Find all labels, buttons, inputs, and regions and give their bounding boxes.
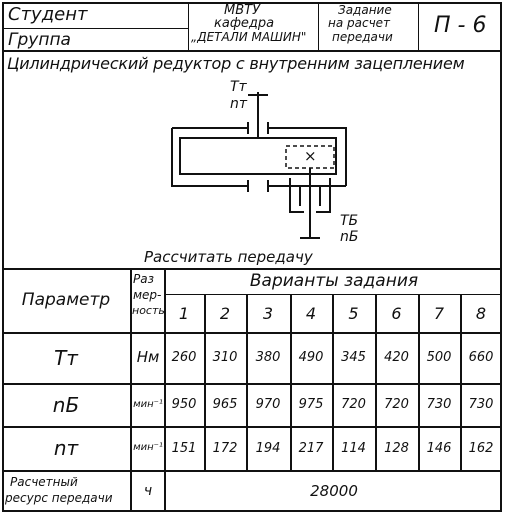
- scheme-title: Цилиндрический редуктор с внутренним зац…: [7, 54, 465, 73]
- row-value: 194: [255, 440, 281, 456]
- variant-number: 7: [433, 304, 445, 323]
- row-divider: [2, 332, 502, 334]
- input-torque-label: Tт: [230, 79, 247, 95]
- row-value: 720: [341, 397, 366, 412]
- row-value: 975: [298, 397, 324, 412]
- header-bottom-line: [2, 50, 502, 52]
- header-divider: [2, 28, 188, 29]
- task-code: П - 6: [434, 13, 487, 38]
- row-value: 730: [426, 397, 452, 412]
- variant-col-divider: [332, 294, 334, 470]
- header-col-divider: [318, 2, 319, 50]
- task-line-1: Задание: [338, 3, 392, 17]
- row-value: 128: [384, 440, 409, 456]
- unit-header-2: мер-: [133, 288, 162, 302]
- param-col-divider: [130, 268, 132, 512]
- row-param: nБ: [52, 392, 80, 417]
- variant-number: 5: [348, 304, 359, 323]
- row-value: 114: [341, 440, 366, 456]
- row-value: 380: [255, 350, 281, 365]
- param-header: Параметр: [21, 289, 111, 310]
- scheme-caption: Рассчитать передачу: [144, 248, 313, 266]
- row-divider: [2, 426, 502, 428]
- department-label: кафедра: [214, 16, 275, 31]
- row-unit: мин⁻¹: [133, 398, 163, 410]
- student-label: Студент: [8, 4, 88, 25]
- row-value: 420: [384, 350, 409, 365]
- row-value: 310: [212, 350, 238, 365]
- row-value: 720: [384, 397, 409, 412]
- row-value: 730: [468, 397, 494, 412]
- row-value: 970: [255, 397, 281, 412]
- resource-label-line1: Расчетный: [10, 475, 78, 489]
- row-value: 217: [298, 440, 324, 456]
- row-value: 146: [426, 440, 452, 456]
- output-speed-label: nБ: [340, 229, 359, 245]
- variant-col-divider: [418, 294, 420, 470]
- resource-value: 28000: [310, 481, 358, 500]
- group-label: Группа: [8, 30, 71, 50]
- institute-name: МВТУ: [224, 3, 260, 18]
- variant-number: 6: [391, 304, 402, 323]
- variant-col-divider: [290, 294, 292, 470]
- row-divider: [2, 470, 502, 472]
- header-col-divider: [188, 2, 189, 50]
- variant-number: 8: [475, 304, 487, 323]
- row-param: Tт: [54, 345, 78, 370]
- center-mark: ×: [304, 147, 317, 165]
- row-value: 151: [171, 440, 197, 456]
- row-value: 660: [468, 350, 494, 365]
- row-value: 965: [212, 397, 238, 412]
- row-unit: мин⁻¹: [133, 442, 163, 453]
- input-speed-label: nт: [230, 96, 248, 112]
- row-value: 345: [341, 350, 366, 365]
- row-divider: [2, 383, 502, 385]
- unit-header-3: ность: [132, 304, 165, 317]
- row-param: nт: [53, 436, 79, 460]
- row-value: 162: [468, 440, 494, 456]
- resource-unit: ч: [143, 483, 153, 499]
- variant-number: 3: [262, 304, 274, 323]
- variant-col-divider: [246, 294, 248, 470]
- header-col-divider: [418, 2, 419, 50]
- variant-col-divider: [460, 294, 462, 470]
- unit-header-1: Раз: [133, 272, 154, 286]
- resource-label-line2: ресурс передачи: [5, 491, 113, 505]
- row-value: 172: [212, 440, 238, 456]
- variant-col-divider: [375, 294, 377, 470]
- variant-number: 4: [305, 304, 317, 323]
- row-unit: Нм: [136, 348, 160, 366]
- row-value: 490: [298, 350, 324, 365]
- row-value: 950: [171, 397, 197, 412]
- task-line-3: передачи: [332, 30, 393, 44]
- row-value: 500: [426, 350, 452, 365]
- department-name: „ДЕТАЛИ МАШИН": [191, 30, 307, 44]
- variant-number: 2: [219, 304, 231, 323]
- task-line-2: на расчет: [328, 16, 391, 30]
- table-top-line: [2, 268, 502, 270]
- unit-col-divider: [164, 268, 166, 512]
- output-torque-label: TБ: [340, 213, 359, 229]
- row-value: 260: [171, 350, 197, 365]
- variant-number: 1: [178, 304, 190, 323]
- task-sheet: [2, 2, 502, 512]
- variants-header: Варианты задания: [249, 270, 419, 291]
- variant-col-divider: [204, 294, 206, 470]
